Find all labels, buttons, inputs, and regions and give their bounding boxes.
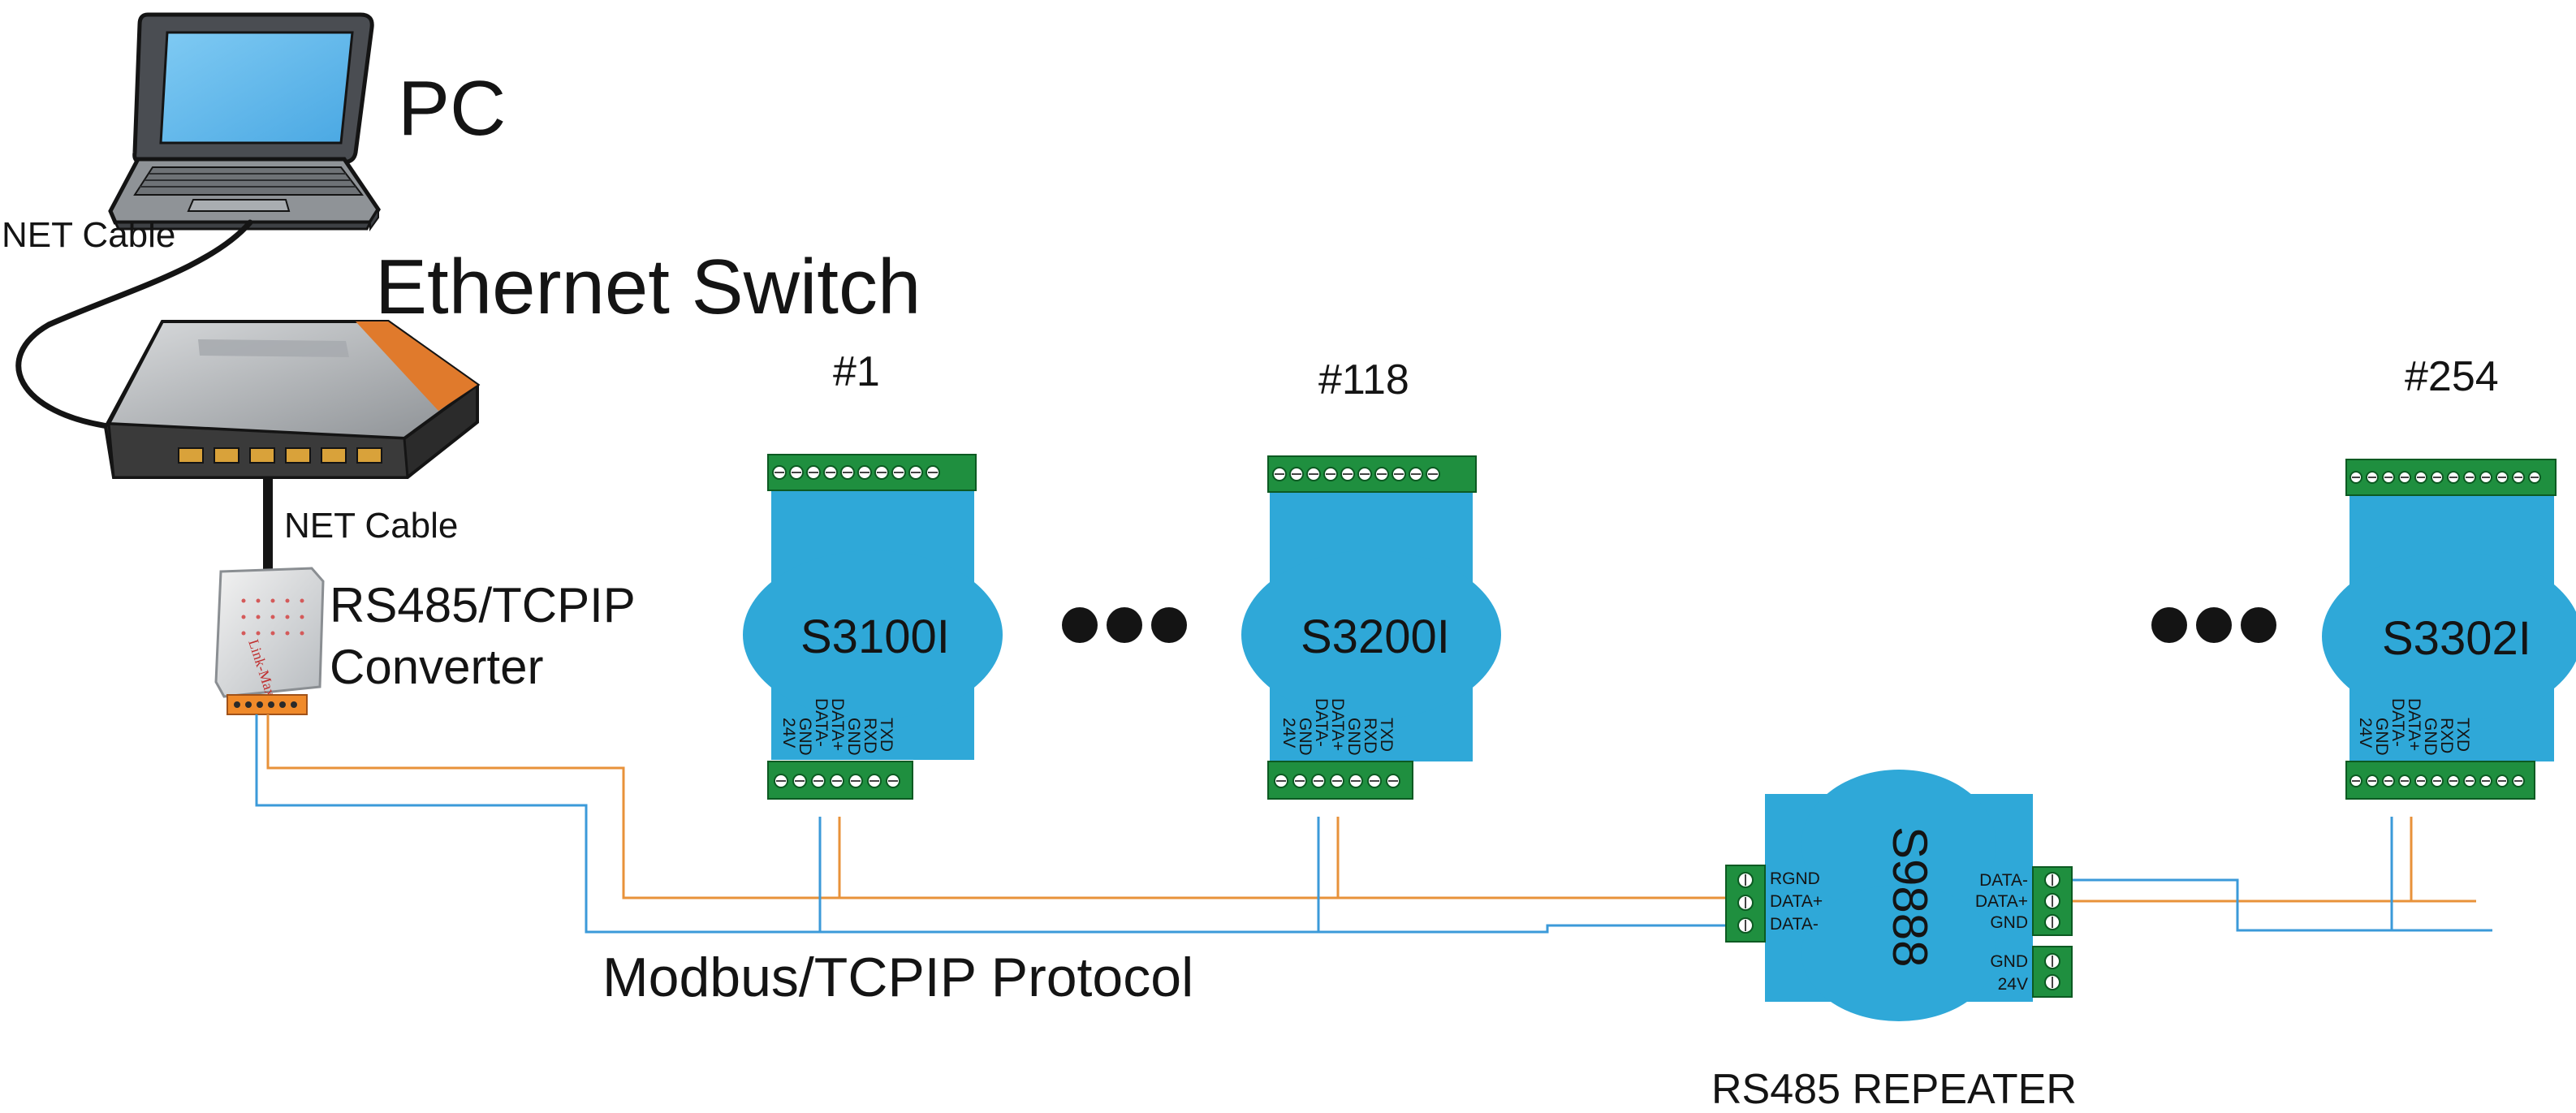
module-id-118: #118 [1318, 356, 1409, 403]
repeater-power-pin-gnd: GND [1990, 952, 2028, 971]
module1-pin-txd: TXD [877, 718, 895, 752]
wire-data-plus-branch [2038, 817, 2476, 903]
module2-pin-gnd2: GND [1344, 718, 1363, 756]
net-cable-top-label: NET Cable [2, 215, 176, 255]
converter-label-line2: Converter [330, 640, 544, 694]
module1-pin-data-minus: DATA- [812, 698, 831, 747]
ellipsis-dots-2 [2151, 607, 2276, 643]
module1-pin-24v: 24V [779, 718, 798, 748]
repeater-right-pin-data-plus: DATA+ [1974, 892, 2028, 911]
ethernet-switch-label: Ethernet Switch [375, 244, 921, 330]
rs485-bus-wires [255, 714, 2492, 934]
module1-pin-rxd: RXD [861, 718, 879, 754]
module2-pin-data-plus: DATA+ [1328, 698, 1347, 752]
wire-data-minus-branch [2038, 817, 2492, 932]
module3-pin-txd: TXD [2453, 718, 2472, 752]
repeater-left-pin-data-plus: DATA+ [1770, 892, 1823, 911]
module3-pin-data-plus: DATA+ [2405, 698, 2423, 752]
repeater-left-pin-data-minus: DATA- [1770, 915, 1819, 934]
repeater-right-pin-data-minus: DATA- [1979, 871, 2028, 890]
module2-pin-data-minus: DATA- [1312, 698, 1331, 747]
module-id-1: #1 [833, 348, 880, 395]
module1-pin-gnd: GND [796, 718, 814, 756]
module1-pin-gnd2: GND [844, 718, 863, 756]
module3-pin-rxd: RXD [2437, 718, 2456, 754]
module-model-2: S3200I [1301, 610, 1450, 663]
laptop-icon [108, 12, 381, 232]
repeater-right-pin-gnd: GND [1990, 913, 2028, 932]
wire-data-minus [255, 714, 1726, 934]
module2-pin-txd: TXD [1377, 718, 1396, 752]
module2-pin-24v: 24V [1279, 718, 1298, 748]
module3-pin-data-minus: DATA- [2388, 698, 2407, 747]
repeater-caption: RS485 REPEATER [1711, 1066, 2077, 1113]
module-s3100i [743, 454, 1003, 800]
module2-pin-rxd: RXD [1361, 718, 1379, 754]
module3-pin-gnd: GND [2372, 718, 2391, 756]
module-model-3: S3302I [2382, 612, 2531, 665]
module2-pin-gnd: GND [1296, 718, 1314, 756]
converter-icon: Link-Max [214, 567, 325, 715]
repeater-left-pin-rgnd: RGND [1770, 869, 1820, 888]
ellipsis-dots-1 [1062, 607, 1187, 643]
net-cable-top [15, 219, 253, 430]
module-id-254: #254 [2405, 353, 2499, 400]
wire-data-plus [266, 714, 1726, 899]
pc-label: PC [398, 65, 507, 152]
repeater-power-pin-24v: 24V [1997, 975, 2028, 994]
module3-pin-gnd2: GND [2421, 718, 2440, 756]
converter-label-line1: RS485/TCPIP [330, 578, 636, 632]
repeater-model: S9888 [1883, 826, 1937, 968]
module3-pin-24v: 24V [2356, 718, 2375, 748]
ethernet-switch-icon [103, 320, 481, 479]
repeater-s9888 [1725, 770, 2073, 1021]
module1-pin-data-plus: DATA+ [828, 698, 847, 752]
module-model-1: S3100I [800, 610, 950, 663]
net-cable-bottom-label: NET Cable [284, 506, 459, 546]
module-s3200i [1241, 455, 1501, 800]
module-s3302i [2322, 459, 2576, 800]
protocol-label: Modbus/TCPIP Protocol [602, 947, 1194, 1008]
